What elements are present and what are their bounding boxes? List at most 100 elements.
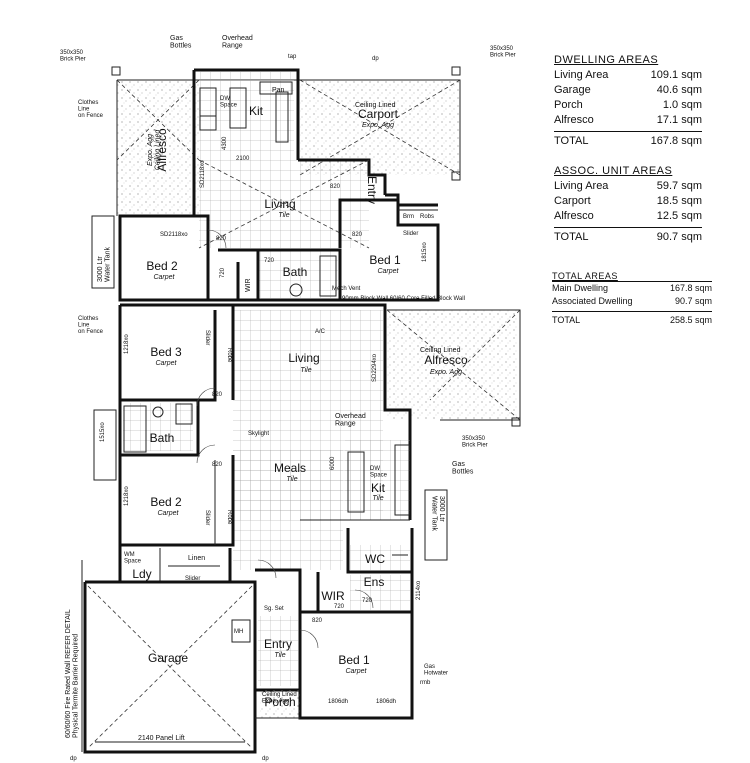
robe-label-1: Robe bbox=[226, 348, 232, 363]
garage-label: Garage bbox=[148, 651, 188, 665]
dimension-label: 2100 bbox=[236, 156, 250, 162]
wc-label: WC bbox=[365, 552, 385, 566]
robe-label-2: Robe bbox=[226, 510, 232, 525]
dp-label-2: dp bbox=[70, 756, 77, 762]
alfresco-mid-label: Alfresco bbox=[424, 353, 468, 367]
pan-label: Pan bbox=[272, 87, 285, 94]
bed2-top-sub: Carpet bbox=[153, 274, 175, 281]
slider-top-label: Slider bbox=[403, 231, 418, 237]
meals-sub: Tile bbox=[286, 476, 297, 483]
porch-label: Porch bbox=[264, 695, 295, 709]
assoc-unit-areas-title: ASSOC. UNIT AREAS bbox=[554, 165, 673, 177]
bath-mid-area bbox=[123, 403, 193, 451]
meals-label: Meals bbox=[274, 461, 306, 475]
kit-mid-label: Kit bbox=[371, 481, 386, 495]
living-main-sub: Tile bbox=[300, 367, 311, 374]
dimension-label: 6000 bbox=[330, 456, 336, 470]
panel-lift-label: 2140 Panel Lift bbox=[138, 735, 185, 742]
living-main-label: Living bbox=[288, 351, 319, 365]
entry-low-area bbox=[258, 616, 298, 686]
entry-low-label: Entry bbox=[264, 637, 292, 651]
dimension-label: 820 bbox=[212, 392, 223, 398]
entry-top-label: Entry bbox=[365, 176, 379, 204]
dimension-label: 820 bbox=[312, 618, 323, 624]
bed3-label: Bed 3 bbox=[150, 345, 182, 359]
bed3-sub: Carpet bbox=[155, 360, 177, 367]
skylight-label: Skylight bbox=[248, 431, 269, 437]
dimension-label: SD2118xo bbox=[200, 160, 206, 188]
dimension-label: 720 bbox=[334, 604, 345, 610]
wir-top-label: WIR bbox=[245, 278, 252, 292]
dimension-label: 720 bbox=[362, 598, 373, 604]
bed2-mid-sub: Carpet bbox=[157, 510, 179, 517]
ac-label: A/C bbox=[315, 329, 326, 335]
slider-label-1: Slider bbox=[204, 330, 210, 345]
alfresco-top-area bbox=[117, 80, 199, 216]
alfresco-mid-sub: Expo. Agg bbox=[430, 369, 462, 376]
living-top-sub: Tile bbox=[278, 212, 289, 219]
wir-low-label: WIR bbox=[321, 589, 345, 603]
entry-low-sub: Tile bbox=[274, 652, 285, 659]
alfresco-mid-ceiling: Ceiling Lined bbox=[420, 347, 461, 354]
dimension-label: 820 bbox=[352, 232, 363, 238]
slider-label-2: Slider bbox=[204, 510, 210, 525]
mech-vent-label: Mech Vent bbox=[332, 286, 361, 292]
bed2-top-label: Bed 2 bbox=[146, 259, 178, 273]
bath-mid-label: Bath bbox=[150, 431, 175, 445]
block-wall-label: 90mm Block Wall 60/60 Core Filled Block … bbox=[342, 296, 465, 302]
rmb-label: rmb bbox=[420, 680, 431, 686]
carport-sub-label: Expo. Agg bbox=[362, 122, 394, 129]
slider-label-3: Slider bbox=[185, 576, 200, 582]
kit-label: Kit bbox=[249, 104, 264, 118]
meals-area bbox=[233, 450, 343, 570]
bed1-low-sub: Carpet bbox=[345, 668, 367, 675]
dimension-label: 820 bbox=[216, 236, 227, 242]
dimension-label: 1806dh bbox=[376, 699, 396, 705]
dimension-label: SD2118xo bbox=[160, 232, 188, 238]
dimension-label: 1218xo bbox=[124, 486, 130, 506]
mh-label: MH bbox=[234, 629, 243, 635]
dimension-label: 820 bbox=[330, 184, 341, 190]
water-tank-right-label: 3000 LtrWater Tank bbox=[430, 496, 445, 532]
dp-label-1: dp bbox=[372, 56, 379, 62]
dimension-label: 1815xo bbox=[422, 242, 428, 262]
dimension-label: 4300 bbox=[222, 136, 228, 150]
wc-area bbox=[350, 545, 410, 570]
alfresco-top-sub-label: Expo. AggCeiling Lined bbox=[147, 129, 162, 171]
porch-area bbox=[260, 690, 300, 718]
living-top-label: Living bbox=[264, 197, 295, 211]
sg-set-label: Sg. Set bbox=[264, 606, 284, 612]
bath-top-label: Bath bbox=[283, 265, 308, 279]
total-areas-title: TOTAL AREAS bbox=[552, 271, 618, 281]
brm-label: Brm bbox=[403, 214, 414, 220]
dimension-label: 720 bbox=[264, 258, 275, 264]
fire-wall-label: 60/60/60 Fire Rated Wall REFER DETAILPhy… bbox=[65, 609, 80, 738]
laundry-label: Ldy bbox=[132, 567, 151, 581]
bath-top bbox=[258, 250, 338, 298]
